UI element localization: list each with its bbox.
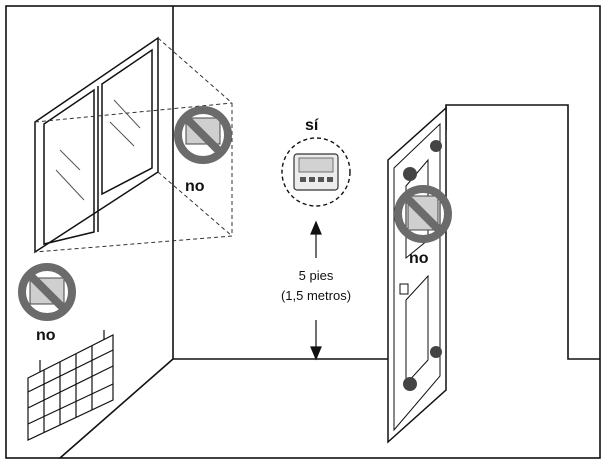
prohibited-sign-icon <box>174 106 232 164</box>
height-dimension <box>310 220 322 361</box>
door-icon <box>387 106 447 444</box>
prohibited-slash <box>402 193 444 235</box>
prohibited-slash <box>182 114 224 156</box>
window-zone-dashed <box>34 37 233 253</box>
prohibited-sign-icon <box>18 263 76 321</box>
height-label-feet: 5 pies <box>299 268 334 283</box>
window-icon <box>34 36 159 254</box>
height-label-meters: (1,5 metros) <box>281 288 351 303</box>
prohibited-slash <box>26 271 68 313</box>
door-prohibited-thermostat <box>394 185 452 243</box>
recommended-label: sí <box>305 117 319 134</box>
window-no-label: no <box>185 178 205 195</box>
thermostat-icon <box>281 137 351 207</box>
heater-no-label: no <box>36 327 56 344</box>
prohibited-sign-icon <box>394 185 452 243</box>
door-no-label: no <box>409 250 429 267</box>
window-prohibited-thermostat <box>174 106 232 164</box>
room-outline <box>5 5 601 459</box>
radiator-icon <box>27 330 114 441</box>
heater-prohibited-thermostat <box>18 263 76 321</box>
